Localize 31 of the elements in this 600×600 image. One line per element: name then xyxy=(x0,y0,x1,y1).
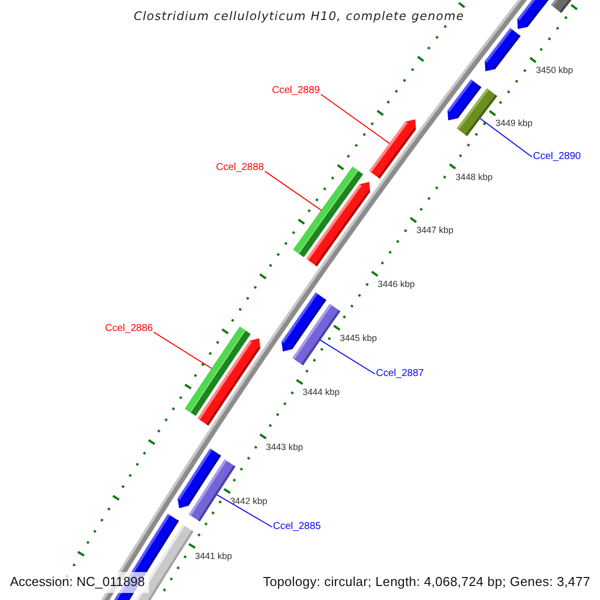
leader-line xyxy=(216,494,272,528)
leader-line xyxy=(320,94,390,144)
gene-block xyxy=(456,88,498,136)
leader-line xyxy=(480,118,532,158)
gene-block xyxy=(551,0,572,13)
scale-label: 3442 kbp xyxy=(229,496,268,507)
gene-block xyxy=(517,0,549,30)
scale-label: 3449 kbp xyxy=(494,118,534,129)
gene-label: Ccel_2889 xyxy=(272,85,320,97)
gene-block xyxy=(198,338,260,426)
gene-label: Ccel_2887 xyxy=(376,368,424,380)
gene-block xyxy=(369,119,416,179)
scale-label: 3446 kbp xyxy=(376,279,416,290)
leader-line xyxy=(320,340,376,374)
leader-line xyxy=(264,170,322,211)
scale-label: 3448 kbp xyxy=(454,172,494,182)
gene-label: Ccel_2886 xyxy=(105,323,153,335)
scale-label: 3441 kbp xyxy=(194,551,234,562)
scale-label: 3447 kbp xyxy=(415,225,454,236)
genome-stats-label: Topology: circular; Length: 4,068,724 bp; Genes: 3,477 xyxy=(262,575,592,590)
leader-line xyxy=(153,332,212,370)
gene-label: Ccel_2890 xyxy=(533,151,581,163)
scale-label: 3450 kbp xyxy=(534,65,574,76)
gene-label: Ccel_2885 xyxy=(273,521,321,533)
scale-label: 3444 kbp xyxy=(302,387,341,398)
gene-block xyxy=(484,28,521,72)
scale-label: 3443 kbp xyxy=(265,442,304,452)
gene-block xyxy=(306,182,370,266)
gene-block xyxy=(292,304,340,366)
gene-label: Ccel_2888 xyxy=(216,162,264,174)
scale-label: 3445 kbp xyxy=(338,333,378,344)
